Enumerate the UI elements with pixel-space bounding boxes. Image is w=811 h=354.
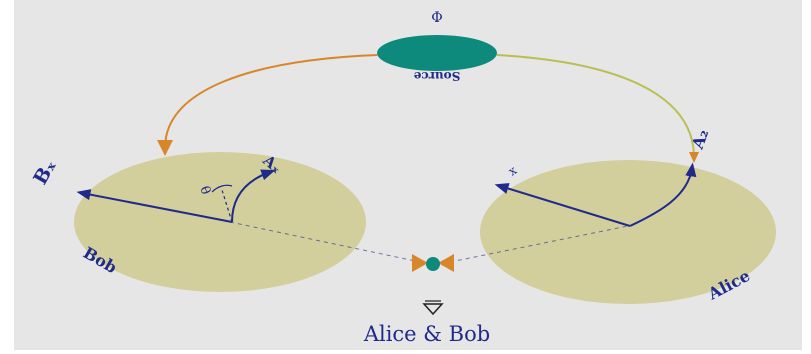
arrow-to-bob [157, 54, 378, 156]
alice-disc [480, 160, 776, 304]
emitter-right-triangle [438, 254, 454, 272]
bob-disc [74, 152, 366, 292]
observer-label: Alice & Bob [363, 322, 490, 346]
source-symbol: Φ [431, 10, 442, 26]
dashed-link [229, 221, 629, 263]
bob-axis-x [76, 189, 233, 223]
emitter-left-triangle [412, 254, 428, 272]
alice-axis-z [629, 162, 697, 227]
source-ellipse [377, 35, 497, 71]
alice-axis-x [494, 183, 631, 227]
arrowhead-alice [689, 152, 699, 163]
bob-angle-arc [211, 184, 233, 193]
observer-eye-icon [422, 303, 444, 316]
bob-axis-y [231, 169, 276, 223]
arrow-to-alice [496, 54, 695, 156]
source-label: Source [413, 69, 460, 83]
emitter-dot [426, 257, 440, 271]
